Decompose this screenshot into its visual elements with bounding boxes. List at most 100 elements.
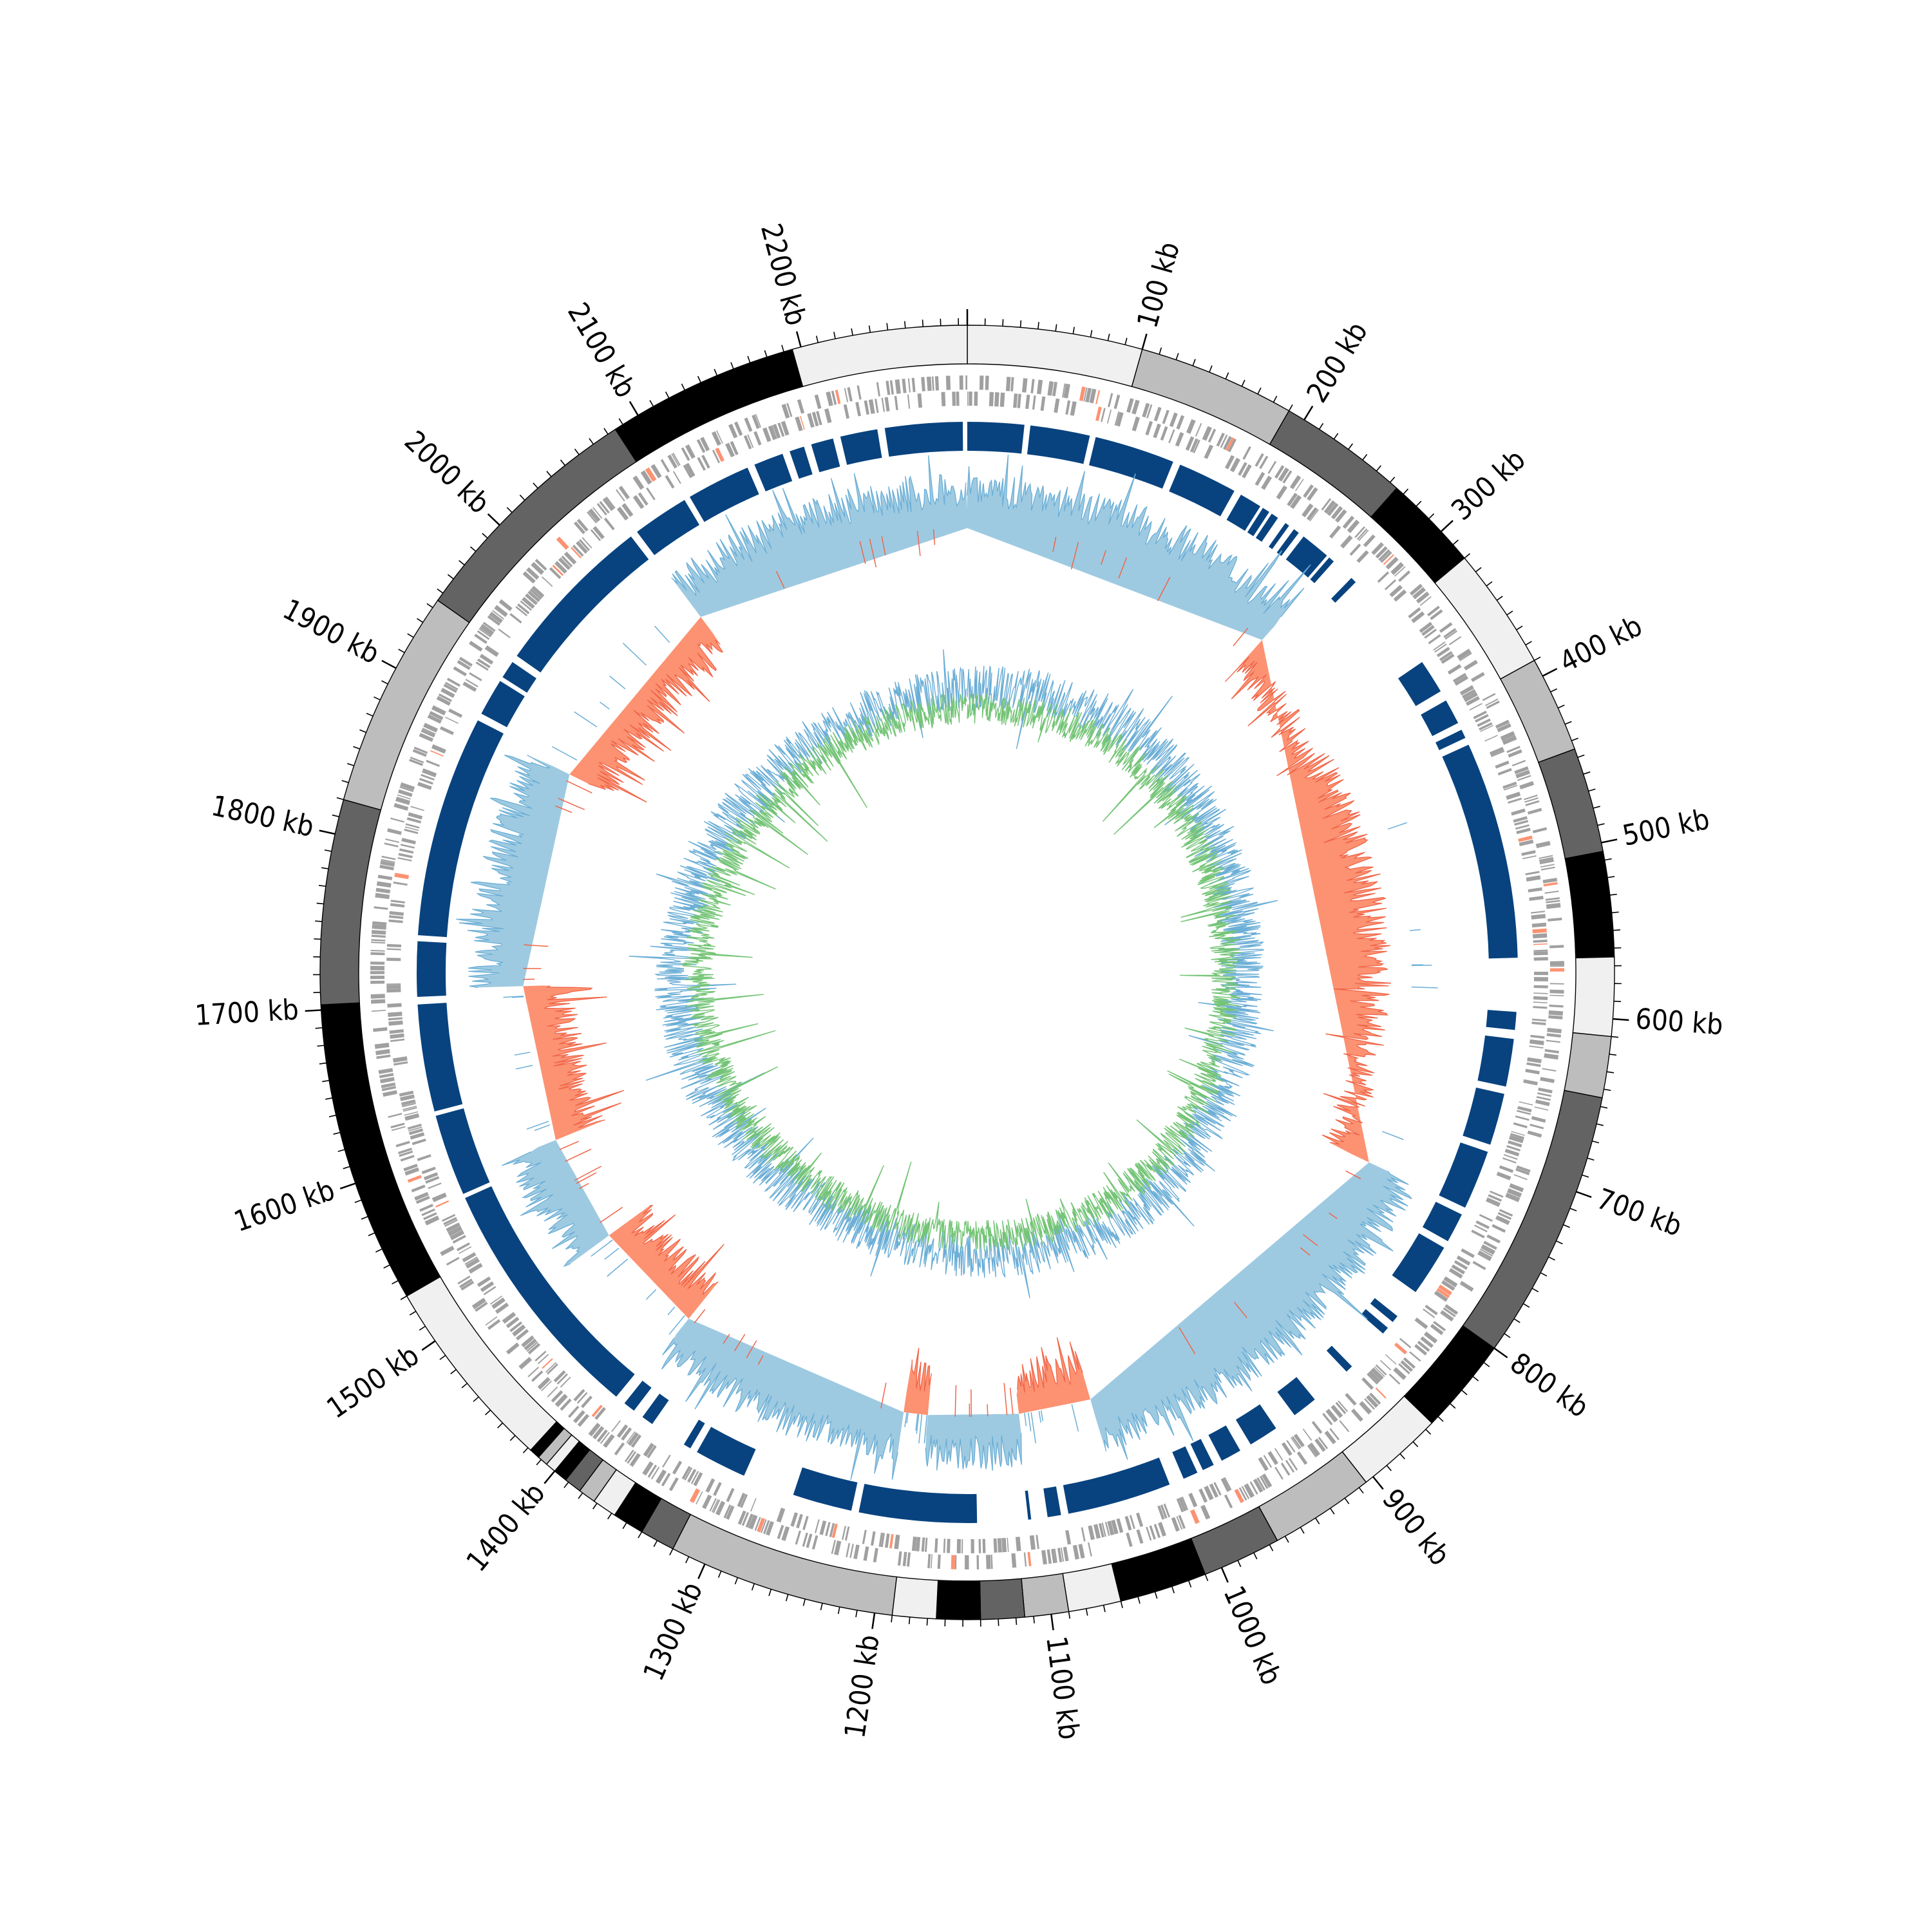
gene-bar xyxy=(1293,1434,1305,1448)
gene-bar xyxy=(844,1526,850,1541)
gene-bar xyxy=(515,606,528,616)
gene-bar xyxy=(1331,506,1343,520)
gene-bar xyxy=(937,1554,941,1569)
gene-bar xyxy=(1549,965,1564,967)
gene-bar xyxy=(632,475,645,490)
gene-bar xyxy=(1085,388,1092,402)
gc-skew-area-6 xyxy=(661,1318,904,1480)
gene-bar xyxy=(373,1027,388,1032)
gene-bar xyxy=(1225,455,1235,469)
minor-tick xyxy=(450,1368,457,1374)
gc-skew-track xyxy=(456,454,1438,1480)
gene-bar xyxy=(761,1519,767,1533)
gene-bar xyxy=(917,393,923,408)
gene-bar xyxy=(1176,415,1185,430)
gene-bar xyxy=(1126,398,1134,413)
gene-bar xyxy=(529,588,542,600)
gene-bar xyxy=(1331,1405,1343,1419)
gene-bar xyxy=(390,900,405,904)
gene-bar xyxy=(1132,416,1141,431)
gene-bar xyxy=(1489,746,1504,756)
axis-ticks xyxy=(305,309,1629,1631)
gene-bar xyxy=(1390,562,1405,575)
gene-bar xyxy=(1181,1496,1189,1511)
gene-bar xyxy=(1267,460,1277,474)
gene-bar xyxy=(811,1535,819,1550)
gene-bar xyxy=(1549,989,1564,994)
tick-label-300: 300 kb xyxy=(1445,443,1531,527)
gene-bar xyxy=(842,1526,847,1540)
gene-bar xyxy=(460,1280,475,1291)
gene-bar xyxy=(857,385,862,400)
gene-bar xyxy=(997,1538,1002,1553)
gene-bar xyxy=(1113,394,1121,410)
gene-bar xyxy=(797,399,805,414)
gene-bar xyxy=(951,1555,956,1569)
major-tick xyxy=(319,829,336,835)
gene-bar xyxy=(614,1442,625,1455)
gene-bar xyxy=(1321,498,1332,511)
gene-bar xyxy=(956,1539,961,1553)
gc-skew-spike xyxy=(604,1247,620,1260)
gene-bar xyxy=(974,392,978,406)
gene-bar xyxy=(846,1543,851,1558)
gene-bar xyxy=(725,442,735,458)
gene-bar xyxy=(847,387,853,402)
minor-tick xyxy=(519,495,526,501)
gene-bar xyxy=(1255,471,1265,486)
gene-bar xyxy=(1525,800,1540,806)
gene-bar xyxy=(642,1461,654,1476)
gene-bar xyxy=(1508,1140,1522,1148)
gene-bar xyxy=(702,1494,712,1510)
gc-skew-spike xyxy=(916,1414,920,1434)
gene-bar xyxy=(643,1443,654,1457)
gene-bar xyxy=(1287,493,1298,507)
gene-bar xyxy=(906,1552,911,1567)
gene-bar xyxy=(1259,455,1269,469)
gene-bar xyxy=(1282,470,1293,484)
gene-bar xyxy=(480,1281,495,1293)
gene-bar xyxy=(1017,393,1021,408)
gene-bar xyxy=(1318,1437,1329,1450)
gene-bar xyxy=(386,989,401,993)
gc-skew-area-11 xyxy=(569,616,723,802)
gene-bar xyxy=(1375,546,1388,559)
gene-bar xyxy=(452,1235,466,1244)
gene-bar xyxy=(1444,630,1458,640)
minor-tick xyxy=(1175,353,1179,361)
gene-bar xyxy=(1527,808,1542,815)
minor-tick xyxy=(437,588,444,594)
gene-bar xyxy=(1267,1451,1278,1465)
gene-bar xyxy=(1549,945,1564,949)
minor-tick xyxy=(1330,1508,1335,1515)
gene-bar xyxy=(1101,1522,1106,1537)
gene-bar xyxy=(952,392,956,406)
gene-bar xyxy=(483,1285,497,1296)
gene-bar xyxy=(1448,1267,1463,1279)
minor-tick xyxy=(375,1248,383,1253)
gene-bar xyxy=(1052,381,1057,397)
gene-bar xyxy=(819,1520,827,1535)
gene-bar xyxy=(370,999,386,1004)
contig-segment-4 xyxy=(1434,557,1535,680)
gene-bar xyxy=(1443,1307,1456,1318)
gene-bar xyxy=(1171,1517,1180,1532)
gene-bar xyxy=(380,860,395,867)
gene-bar xyxy=(762,1520,770,1535)
gene-bar xyxy=(480,623,495,635)
minor-tick xyxy=(461,1383,468,1388)
gene-bar xyxy=(1098,1523,1104,1538)
gene-bar xyxy=(647,1464,658,1478)
gene-bar xyxy=(753,431,762,446)
gene-bar xyxy=(1242,446,1251,460)
gene-bar xyxy=(576,1392,588,1404)
gene-bar xyxy=(757,1517,766,1533)
gene-bar xyxy=(1499,1165,1514,1173)
minor-tick xyxy=(855,1610,858,1618)
gene-bar xyxy=(462,1252,477,1263)
gc-skew-spike xyxy=(1009,1387,1014,1415)
gene-bar xyxy=(1290,495,1302,509)
feature-block-36 xyxy=(683,1419,705,1448)
gene-bar xyxy=(1051,1548,1056,1564)
feature-block-31 xyxy=(1043,1486,1061,1517)
